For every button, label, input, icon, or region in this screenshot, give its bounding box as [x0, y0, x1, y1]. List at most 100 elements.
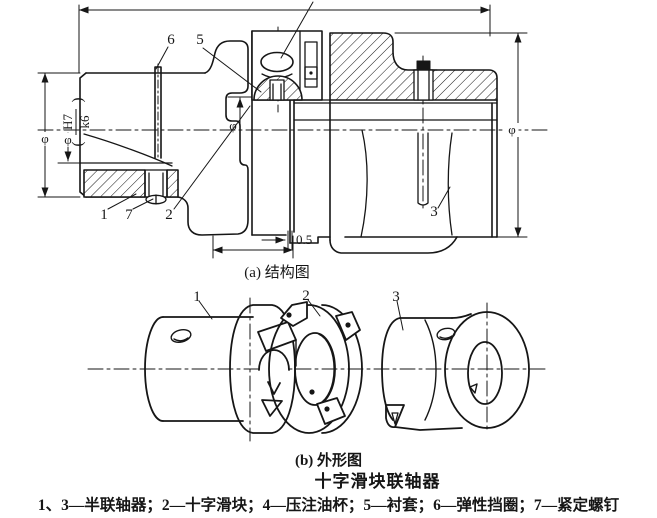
- screw-head: [416, 60, 431, 71]
- leader-6: [155, 46, 169, 70]
- flange-left-arc: [381, 317, 401, 421]
- leader-b3: [396, 300, 404, 331]
- fit-upper: H7: [60, 114, 75, 130]
- phi-halo-1: [38, 132, 52, 146]
- disc-hole-back: [318, 333, 336, 405]
- part-label-3: 3: [430, 204, 438, 220]
- paren-close: ): [70, 98, 86, 103]
- leader-b1: [198, 300, 213, 320]
- body-hole-depth: [173, 337, 189, 342]
- flange-slot-notch-inner: [391, 412, 399, 425]
- set-screw-hole: [144, 169, 168, 198]
- jaw-upper-notch: [257, 321, 297, 352]
- phi-halo-2: [61, 133, 75, 147]
- sleeve-and-shaft-lines: [293, 99, 498, 121]
- external-view-texts: 1 2 3: [193, 288, 400, 305]
- hub-hatch-right: [166, 169, 179, 198]
- body-hole: [170, 328, 192, 344]
- flange-fillet-curves: [360, 129, 453, 238]
- leader-lines: [107, 1, 451, 210]
- oil-cup: [260, 51, 294, 73]
- hub-right-edge: [491, 99, 498, 238]
- disc-bottom: [251, 234, 331, 244]
- leader-1: [107, 193, 137, 210]
- screw-hole: [413, 69, 434, 101]
- caption-structural-view: (a) 结构图: [244, 265, 310, 281]
- dia-symbol-bushing: φ: [229, 118, 237, 133]
- leader-b2: [307, 299, 321, 317]
- leader-5: [202, 47, 262, 93]
- leader-7: [132, 198, 154, 210]
- part-label-5: 5: [196, 32, 204, 48]
- dia-symbol-right: φ: [508, 122, 516, 137]
- jaw-lower-notch: [261, 399, 283, 417]
- external-view-diagram: [87, 297, 546, 442]
- tongue-top: [280, 301, 308, 327]
- tongue-bottom-hole: [324, 406, 330, 412]
- part2-external: [268, 301, 363, 434]
- part1-left-half-coupling: [79, 40, 249, 236]
- structural-diagram: [37, 1, 549, 259]
- oiler-window: [304, 66, 318, 80]
- bushing-slot: [269, 79, 285, 101]
- part2-cross-slider: [251, 30, 331, 244]
- disc-face-hole: [309, 389, 315, 395]
- part-label-b3: 3: [392, 289, 400, 305]
- part-label-b1: 1: [193, 289, 201, 305]
- disc-front-face: [268, 304, 350, 434]
- part3-external: [381, 311, 530, 431]
- dim-gap-ticks: [287, 230, 293, 250]
- body-top-line: [451, 313, 472, 319]
- flange-bottom-silhouette: [329, 236, 458, 254]
- structural-diagram-texts: 6 5 1 7 2 3 φ φ φ φ 0.5 H7 k6 ( ): [41, 32, 516, 247]
- paren-open: (: [70, 142, 86, 147]
- face-hole: [436, 327, 456, 341]
- part-label-b2: 2: [302, 288, 310, 304]
- flange-hatch-section: [329, 32, 498, 101]
- bore-keyway: [469, 383, 478, 394]
- hub-hatch-left: [83, 169, 146, 198]
- screw-hole-lower: [417, 132, 429, 206]
- part1-external: [144, 304, 297, 434]
- phi-halo-3: [505, 123, 519, 137]
- bore-taper-curve: [83, 133, 173, 167]
- flange-profile: [177, 40, 249, 236]
- disc-back-rim: [321, 304, 363, 434]
- part-label-6: 6: [167, 32, 175, 48]
- body-left-cap: [144, 316, 164, 422]
- oiler-side-view: [304, 41, 318, 88]
- face-hole-depth: [439, 335, 453, 339]
- bore: [467, 341, 503, 405]
- fit-lower: k6: [77, 115, 92, 129]
- parts-legend: 1、3—半联轴器；2—十字滑块；4—压注油杯；5—衬套；6—弹性挡圈；7—紧定螺…: [37, 497, 620, 514]
- body-right-face: [444, 311, 530, 429]
- tongue-right-hole: [345, 322, 351, 328]
- part-label-2: 2: [165, 207, 173, 223]
- body-bottom-line: [394, 426, 463, 431]
- leader-4: [280, 1, 314, 59]
- caption-external-view: (b) 外形图: [294, 453, 363, 469]
- screw-body-lines: [417, 69, 430, 101]
- flange-body-junction: [424, 319, 437, 421]
- dimensions: [37, 4, 528, 259]
- leader-2: [173, 105, 251, 210]
- gap-dimension-value: 0.5: [296, 232, 312, 247]
- external-view-centerlines: [87, 297, 546, 442]
- bushing-slot-lines: [272, 83, 282, 101]
- body-lines: [162, 316, 254, 422]
- dia-symbol-left-inner: φ: [64, 132, 72, 147]
- part3-right-half-coupling: [293, 32, 498, 254]
- center-boss: [258, 349, 290, 371]
- oiler-dot: [309, 71, 313, 75]
- part-label-7: 7: [125, 207, 133, 223]
- part-label-1: 1: [100, 207, 108, 223]
- leader-3: [437, 186, 451, 209]
- tongue-top-hole: [286, 312, 292, 318]
- figure-title: 十字滑块联轴器: [314, 472, 441, 491]
- retaining-ring: [154, 66, 162, 159]
- external-view-leaders: [198, 299, 404, 331]
- tongue-bottom: [316, 397, 346, 425]
- dia-symbol-left-outer: φ: [41, 131, 49, 146]
